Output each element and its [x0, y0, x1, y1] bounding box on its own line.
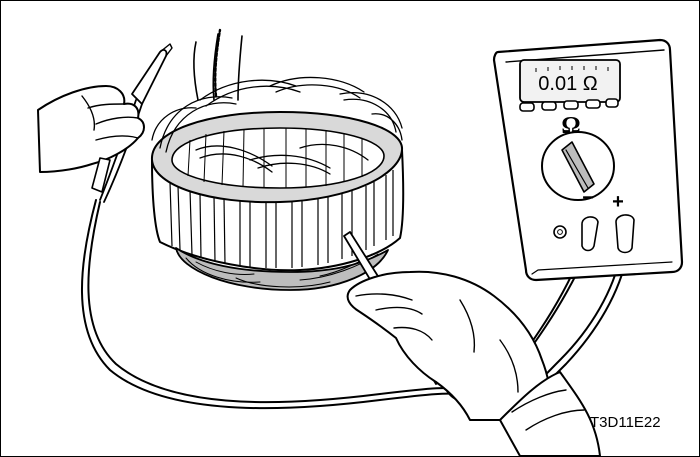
- right-hand-with-probe: [343, 231, 601, 457]
- ohm-range-symbol: Ω: [561, 113, 581, 139]
- figure-code: T3D11E22: [590, 414, 661, 431]
- multimeter-buttons: [519, 98, 619, 112]
- negative-terminal-label: −: [582, 187, 594, 209]
- range-selector-dial: [541, 131, 615, 201]
- positive-terminal-label: +: [612, 191, 624, 213]
- stator-windings: [151, 28, 403, 175]
- multimeter: [492, 38, 684, 282]
- multimeter-display-reading: 0.01 Ω: [538, 73, 598, 95]
- stator-core: [150, 111, 405, 291]
- left-hand-with-probe: [37, 43, 173, 203]
- test-lead-plugs: [581, 214, 635, 254]
